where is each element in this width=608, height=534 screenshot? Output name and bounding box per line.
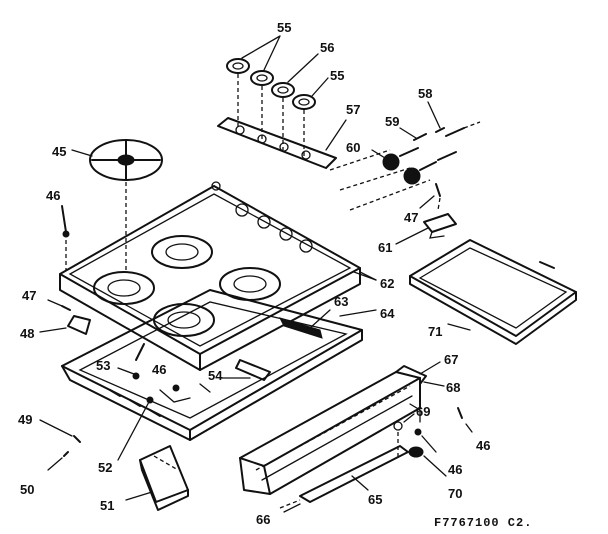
leader-62 bbox=[359, 271, 377, 281]
cooktop-panel bbox=[59, 181, 377, 371]
label-46-upper: 46 bbox=[46, 188, 60, 203]
label-45: 45 bbox=[52, 144, 66, 159]
label-61: 61 bbox=[378, 240, 392, 255]
label-58: 58 bbox=[418, 86, 432, 101]
control-panel-plate bbox=[217, 117, 347, 169]
burner-box-64 bbox=[61, 289, 377, 441]
label-46-rail-right: 46 bbox=[476, 438, 490, 453]
burner-grate bbox=[71, 139, 163, 270]
label-62: 62 bbox=[380, 276, 394, 291]
label-64: 64 bbox=[380, 306, 395, 321]
label-63: 63 bbox=[334, 294, 348, 309]
control-knobs bbox=[226, 58, 316, 110]
valve-stems bbox=[329, 101, 481, 211]
leader-52 bbox=[117, 399, 151, 461]
bracket-51 bbox=[125, 445, 189, 511]
label-71: 71 bbox=[428, 324, 442, 339]
label-66: 66 bbox=[256, 512, 270, 527]
label-48: 48 bbox=[20, 326, 34, 341]
label-68: 68 bbox=[446, 380, 460, 395]
rod-65 bbox=[279, 445, 409, 513]
label-46-rail-lower: 46 bbox=[448, 462, 462, 477]
label-47-right: 47 bbox=[404, 210, 418, 225]
rail-parts bbox=[393, 407, 473, 477]
label-57: 57 bbox=[346, 102, 360, 117]
label-52: 52 bbox=[98, 460, 112, 475]
label-51: 51 bbox=[100, 498, 114, 513]
diagram-code: F7767100 C2. bbox=[434, 516, 532, 530]
label-47-left: 47 bbox=[22, 288, 36, 303]
label-69: 69 bbox=[416, 404, 430, 419]
frame-tray-71 bbox=[409, 239, 577, 345]
label-55-right: 55 bbox=[330, 68, 344, 83]
label-53: 53 bbox=[96, 358, 110, 373]
label-46-box: 46 bbox=[152, 362, 166, 377]
label-70: 70 bbox=[448, 486, 462, 501]
label-56: 56 bbox=[320, 40, 334, 55]
knob-leader-lines bbox=[237, 35, 329, 160]
label-65: 65 bbox=[368, 492, 382, 507]
label-54: 54 bbox=[208, 368, 223, 383]
screw-46-upper bbox=[61, 205, 70, 270]
label-59: 59 bbox=[385, 114, 399, 129]
bracket-48 bbox=[39, 315, 91, 335]
bracket-61-assembly bbox=[395, 183, 457, 245]
label-60: 60 bbox=[346, 140, 360, 155]
label-49: 49 bbox=[18, 412, 32, 427]
part-labels: 55 56 55 57 58 59 60 45 46 47 61 62 47 6… bbox=[18, 20, 490, 527]
label-50: 50 bbox=[20, 482, 34, 497]
label-55-top: 55 bbox=[277, 20, 291, 35]
front-rail bbox=[239, 361, 445, 495]
screw-47-left bbox=[47, 299, 71, 311]
screws-49-50 bbox=[39, 419, 81, 471]
label-67: 67 bbox=[444, 352, 458, 367]
